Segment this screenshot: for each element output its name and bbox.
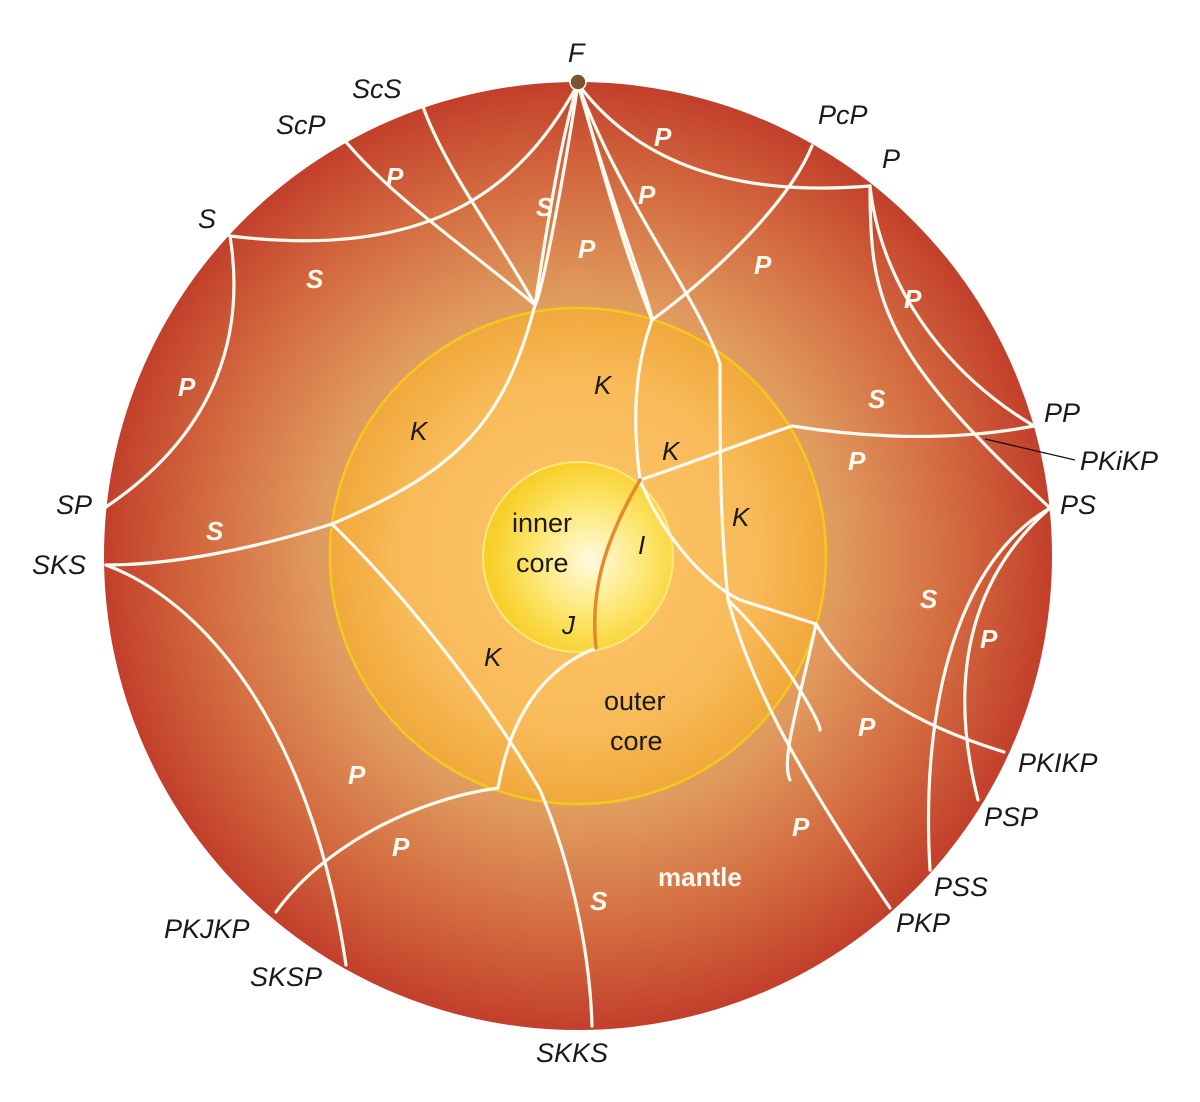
label-ps: PS	[1060, 490, 1096, 520]
label-sks: SKS	[32, 550, 86, 580]
mantle-segment-labels: P S S P P P P P S S P P S P P P P S P	[178, 122, 998, 916]
svg-text:P: P	[386, 162, 404, 192]
focus-label: F	[568, 38, 586, 68]
ray-sks-down	[330, 82, 580, 526]
label-pkikp: PKIKP	[1018, 748, 1098, 778]
ray-psp	[963, 506, 1052, 802]
svg-text:K: K	[594, 370, 613, 400]
svg-text:P: P	[980, 624, 998, 654]
ray-pp	[868, 184, 1036, 428]
ray-pkp	[576, 82, 822, 732]
inner-core-label-line2: core	[516, 548, 569, 578]
label-p: P	[882, 144, 900, 174]
label-pkp: PKP	[896, 908, 950, 938]
station-labels: ScS ScP S SP SKS PKJKP SKSP SKKS PKP PSS…	[32, 74, 1158, 1068]
label-pkikp-small: PKiKP	[1080, 446, 1158, 476]
svg-text:P: P	[638, 180, 656, 210]
svg-text:P: P	[904, 284, 922, 314]
svg-text:K: K	[410, 416, 429, 446]
svg-text:P: P	[848, 446, 866, 476]
ray-scs	[533, 82, 580, 307]
label-pcp: PcP	[818, 100, 868, 130]
focus-marker	[569, 73, 587, 91]
label-pkjkp: PKJKP	[164, 914, 250, 944]
svg-text:S: S	[590, 886, 608, 916]
svg-text:S: S	[536, 192, 554, 222]
svg-text:P: P	[654, 122, 672, 152]
label-skks: SKKS	[536, 1038, 608, 1068]
ray-sks-lower	[104, 563, 348, 967]
ray-paths	[104, 82, 1052, 1028]
pkikp-leader-line	[984, 438, 1076, 461]
svg-text:I: I	[638, 530, 645, 560]
ray-ps	[926, 506, 1052, 872]
outer-core-label-line2: core	[610, 726, 663, 756]
label-pss: PSS	[934, 872, 988, 902]
ray-sksp	[330, 522, 594, 1028]
svg-text:P: P	[792, 812, 810, 842]
svg-text:P: P	[348, 760, 366, 790]
ray-pkjkp	[274, 646, 598, 914]
label-pp: PP	[1044, 398, 1080, 428]
svg-text:P: P	[858, 712, 876, 742]
label-s: S	[198, 204, 216, 234]
label-sp: SP	[56, 490, 92, 520]
ray-s	[228, 82, 580, 243]
svg-text:S: S	[920, 584, 938, 614]
mantle-label: mantle	[658, 862, 742, 892]
ray-inner-core	[592, 478, 642, 650]
label-scp: ScP	[276, 110, 326, 140]
svg-text:K: K	[662, 436, 681, 466]
ray-p	[576, 82, 872, 190]
svg-text:K: K	[732, 502, 751, 532]
svg-text:P: P	[578, 234, 596, 264]
ray-sp	[104, 234, 236, 509]
outer-core-label-line1: outer	[604, 686, 666, 716]
svg-text:K: K	[484, 642, 503, 672]
svg-text:S: S	[306, 264, 324, 294]
label-sksp: SKSP	[250, 962, 322, 992]
svg-text:P: P	[754, 250, 772, 280]
ray-scp	[344, 140, 537, 307]
label-psp: PSP	[984, 802, 1038, 832]
svg-text:J: J	[561, 610, 576, 640]
label-scs: ScS	[352, 74, 402, 104]
svg-text:S: S	[206, 516, 224, 546]
outer-core-segment-labels: K K K K K	[410, 370, 751, 672]
inner-core-label-line1: inner	[512, 508, 572, 538]
svg-text:P: P	[178, 372, 196, 402]
inner-core-segment-labels: I J	[561, 530, 645, 640]
svg-text:S: S	[868, 384, 886, 414]
svg-text:P: P	[392, 832, 410, 862]
